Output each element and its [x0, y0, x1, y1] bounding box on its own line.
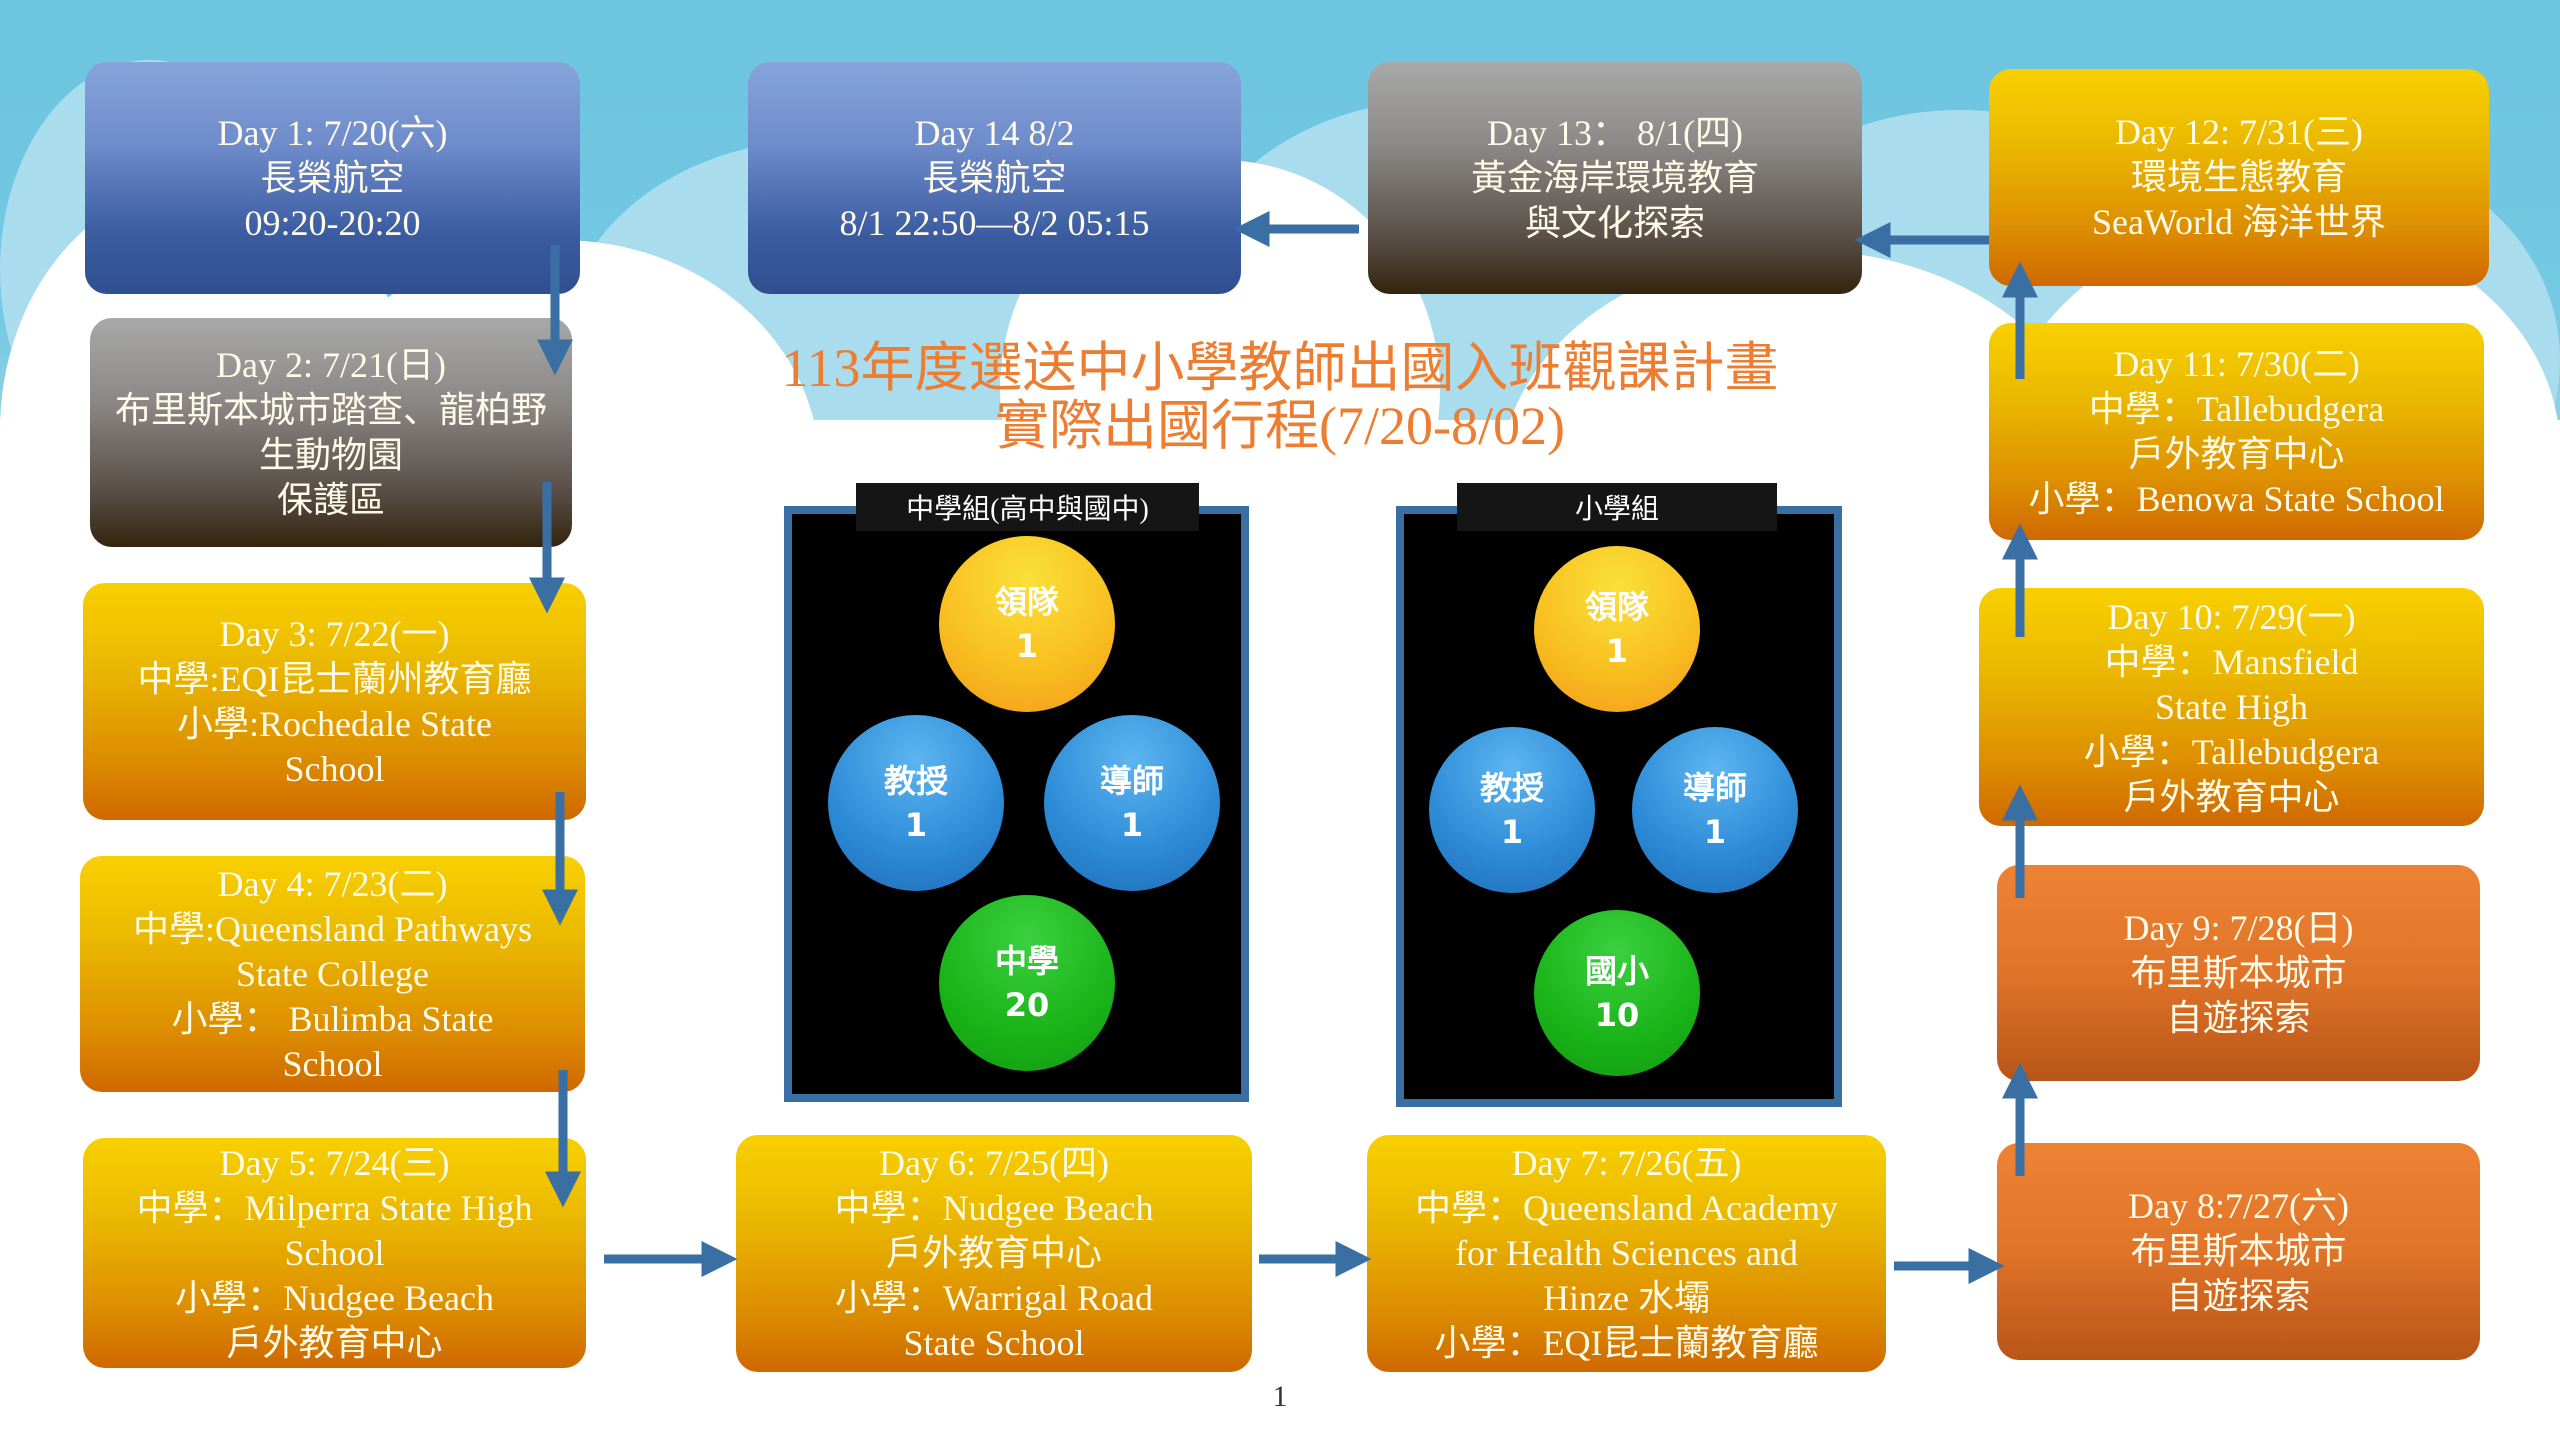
- circle-text: 導師: [1099, 762, 1164, 800]
- teachers-circle: 國小 10: [1534, 910, 1700, 1076]
- page-number: 1: [1272, 1380, 1288, 1413]
- circle-text: 中學: [994, 942, 1059, 980]
- circle-text: 教授: [883, 762, 948, 800]
- day-text-line: 戶外教育中心: [885, 1233, 1102, 1273]
- day-text-line: 小學:Rochedale State: [177, 703, 492, 744]
- circle-text: 1: [1015, 627, 1039, 665]
- day-text-line: State School: [903, 1323, 1085, 1363]
- day-text-line: Day 14 8/2: [914, 112, 1075, 153]
- day-text-line: Day 3: 7/22(一): [219, 613, 450, 654]
- day-text-line: Day 8:7/27(六): [2128, 1186, 2349, 1226]
- circle-text: 導師: [1682, 769, 1747, 807]
- day-text-line: Day 10: 7/29(一): [2107, 596, 2356, 637]
- day-text-line: 布里斯本城市: [2130, 1231, 2347, 1271]
- day-text-line: 09:20-20:20: [244, 202, 421, 243]
- teachers-circle: 中學 20: [939, 895, 1115, 1071]
- primary-group-label: 小學組: [1457, 483, 1777, 531]
- day-text-line: 小學：Nudgee Beach: [175, 1277, 494, 1318]
- day-text-line: School: [284, 1232, 385, 1273]
- day-text-line: 保護區: [276, 479, 385, 520]
- secondary-group-label: 中學組(高中與國中): [856, 483, 1199, 531]
- day-text-line: Day 6: 7/25(四): [879, 1143, 1109, 1183]
- day-text-line: 中學：Queensland Academy: [1415, 1188, 1838, 1228]
- day-text-line: 8/1 22:50—8/2 05:15: [839, 202, 1150, 243]
- mentor-circle: 導師 1: [1044, 715, 1220, 891]
- day-text-line: 戶外教育中心: [2123, 776, 2340, 817]
- day-text-line: 長榮航空: [260, 157, 405, 198]
- day-text-line: Hinze 水壩: [1543, 1278, 1710, 1318]
- day-8-box: Day 8:7/27(六) 布里斯本城市自遊探索: [1997, 1143, 2480, 1360]
- day-12-box: Day 12: 7/31(三) 環境生態教育 SeaWorld 海洋世界: [1989, 69, 2489, 286]
- day-3-box: Day 3: 7/22(一)中學:EQI昆士蘭州教育廳小學:Rochedale …: [83, 583, 586, 820]
- day-text-line: Day 5: 7/24(三): [219, 1142, 450, 1183]
- day-text-line: Day 12: 7/31(三): [2115, 112, 2363, 152]
- day-text-line: 布里斯本城市: [2130, 952, 2347, 993]
- day-text-line: Day 11: 7/30(二): [2113, 343, 2360, 384]
- circle-text: 1: [1605, 632, 1629, 670]
- day-text-line: for Health Sciences and: [1455, 1233, 1798, 1273]
- day-text-line: State High: [2155, 686, 2308, 727]
- day-text-line: State College: [236, 953, 429, 994]
- circle-text: 20: [1004, 986, 1050, 1024]
- day-text-line: 生動物園: [258, 434, 403, 475]
- day-text-line: Day 1: 7/20(六): [217, 112, 448, 153]
- circle-text: 教授: [1479, 769, 1544, 807]
- day-text-line: Day 7: 7/26(五): [1511, 1143, 1742, 1183]
- day-text-line: 戶外教育中心: [2128, 433, 2345, 474]
- day-text-line: 布里斯本城市踏查、龍柏野: [114, 389, 547, 430]
- leader-circle: 領隊 1: [1534, 546, 1700, 712]
- day-text-line: School: [284, 748, 385, 789]
- day-text-line: Day 13： 8/1(四): [1487, 112, 1743, 153]
- day-text-line: 小學： Bulimba State: [171, 998, 494, 1039]
- circle-text: 領隊: [1584, 588, 1649, 626]
- day-text-line: 與文化探索: [1524, 202, 1705, 243]
- circle-text: 1: [1500, 813, 1524, 851]
- day-text-line: Day 2: 7/21(日): [216, 344, 446, 385]
- day-text-line: Day 4: 7/23(二): [217, 863, 448, 904]
- professor-circle: 教授 1: [1429, 727, 1595, 893]
- day-text-line: 中學：Mansfield: [2104, 641, 2359, 682]
- day-text-line: 小學：Tallebudgera: [2083, 731, 2380, 772]
- day-2-box: Day 2: 7/21(日)布里斯本城市踏查、龍柏野生動物園保護區: [90, 318, 572, 547]
- day-6-box: Day 6: 7/25(四) 中學：Nudgee Beach 戶外教育中心小學：Wa…: [736, 1135, 1252, 1372]
- circle-text: 國小: [1584, 952, 1649, 990]
- day-text-line: 小學：Warrigal Road: [834, 1278, 1154, 1318]
- day-9-box: Day 9: 7/28(日)布里斯本城市自遊探索: [1997, 865, 2480, 1081]
- leader-circle: 領隊 1: [939, 536, 1115, 712]
- page-subtitle: 實際出國行程(7/20-8/02): [995, 396, 1565, 456]
- circle-text: 10: [1594, 996, 1640, 1034]
- day-text-line: 小學：Benowa State School: [2028, 478, 2445, 519]
- day-text-line: 中學：Nudgee Beach: [834, 1188, 1154, 1228]
- circle-text: 1: [1120, 806, 1144, 844]
- day-text-line: 黃金海岸環境教育: [1470, 157, 1759, 198]
- circle-text: 1: [904, 806, 928, 844]
- day-text-line: 中學:Queensland Pathways: [133, 908, 532, 949]
- day-text-line: School: [282, 1043, 383, 1084]
- day-text-line: 自遊探索: [2166, 1276, 2311, 1316]
- mentor-circle: 導師 1: [1632, 727, 1798, 893]
- day-text-line: 中學：Tallebudgera: [2088, 388, 2385, 429]
- day-text-line: 中學:EQI昆士蘭州教育廳: [137, 658, 532, 699]
- day-text-line: 戶外教育中心: [226, 1322, 443, 1363]
- circle-text: 1: [1703, 813, 1727, 851]
- circle-text: 領隊: [994, 583, 1059, 621]
- day-text-line: 中學：Milperra State High: [136, 1187, 533, 1228]
- day-text-line: Day 9: 7/28(日): [2123, 907, 2354, 948]
- day-13-box: Day 13： 8/1(四)黃金海岸環境教育與文化探索: [1368, 62, 1862, 294]
- page-title: 113年度選送中小學教師出國入班觀課計畫: [781, 338, 1779, 398]
- day-7-box: Day 7: 7/26(五) 中學：Queensland Academy for H…: [1367, 1135, 1886, 1372]
- day-text-line: SeaWorld 海洋世界: [2091, 202, 2387, 242]
- day-text-line: 自遊探索: [2166, 997, 2311, 1038]
- professor-circle: 教授 1: [828, 715, 1004, 891]
- day-text-line: 環境生態教育: [2130, 157, 2347, 197]
- day-text-line: 小學：EQI昆士蘭教育廳: [1434, 1323, 1819, 1363]
- day-text-line: 長榮航空: [922, 157, 1067, 198]
